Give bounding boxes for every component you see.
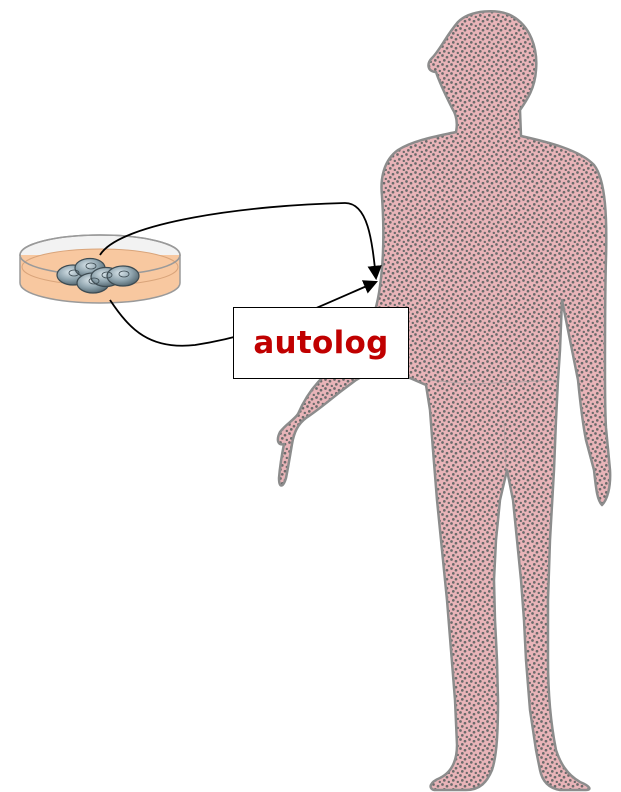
autolog-label: autolog	[253, 325, 388, 361]
human-body-silhouette	[278, 11, 610, 790]
petri-dish	[20, 235, 180, 303]
autolog-label-box: autolog	[233, 307, 409, 379]
